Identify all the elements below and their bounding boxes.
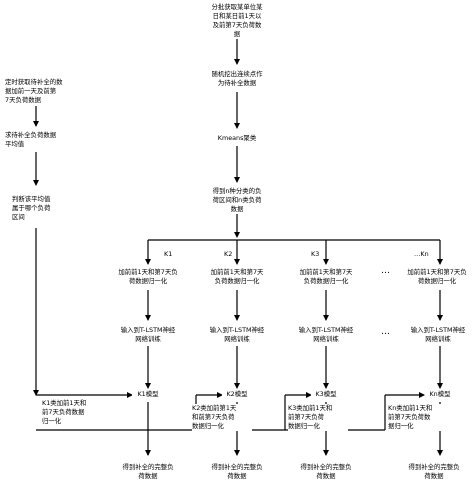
train-k3: 输入到T-LSTM神经 网络训练	[289, 326, 363, 344]
output-k3: 得到补全的完整负 荷数据	[286, 463, 366, 481]
normalize-kn: 加前前1天和第7天负 荷数据归一化	[400, 268, 474, 286]
step-judge-interval: 判断该平均值 属于哪个负荷 区间	[12, 195, 68, 222]
step-clusters: 得到n种分类的负 荷区间和n类负荷 数据	[195, 187, 279, 214]
output-k2: 得到补全的完整负 荷数据	[197, 463, 277, 481]
model-kn: Kn模型	[425, 390, 455, 399]
branch-label-kn: …Kn	[414, 250, 429, 258]
step-acquire-data: 分批获取某单位某 日和某日前1天以 及前第7天负荷数 据	[190, 3, 284, 39]
model-k2: K2模型	[222, 390, 252, 399]
output-kn: 得到补全的完整负 荷数据	[394, 463, 474, 481]
train-k2: 输入到T-LSTM神经 网络训练	[200, 326, 274, 344]
model-k1: K1模型	[132, 390, 164, 399]
normalize-k2: 加前前1天和第7天 负荷数据归一化	[199, 268, 275, 286]
output-k1: 得到补全的完整负 荷数据	[108, 463, 188, 481]
branch-label-k3: K3	[311, 250, 320, 258]
k1-input-normalize: K1类加前1天和 前7天负荷数据 归一化	[42, 399, 104, 426]
normalize-k1: 加前前1天和第7天负 荷数据归一化	[109, 268, 187, 286]
train-kn: 输入到T-LSTM神经 网络训练	[402, 326, 474, 344]
branch-label-k2: K2	[224, 250, 233, 258]
step-sample-points: 随机挖出连续点作 为待补全数据	[195, 70, 279, 88]
ellipsis-1: …	[381, 266, 390, 276]
step-average: 求待补全负荷数据 平均值	[5, 131, 77, 149]
k2-input-normalize: K2类加前第1天 和前第7天负荷 数据归一化	[192, 404, 252, 431]
normalize-k3: 加前前1天和第7天 负荷数据归一化	[288, 268, 364, 286]
kn-input-normalize: Kn类加前1天和 前第7天负荷数 据归一化	[388, 404, 448, 431]
k3-input-normalize: K3类加前1天和 前第7天负荷 数据归一化	[288, 404, 348, 431]
ellipsis-2: …	[381, 327, 390, 337]
branch-label-k1: K1	[164, 250, 173, 258]
train-k1: 输入到T-LSTM神经 网络训练	[110, 326, 186, 344]
step-kmeans: Kmeans聚类	[205, 134, 269, 143]
step-fetch-missing: 定时获取待补全的数 据加前一天及前第 7天负荷数据	[5, 78, 87, 105]
model-k3: K3模型	[311, 390, 341, 399]
